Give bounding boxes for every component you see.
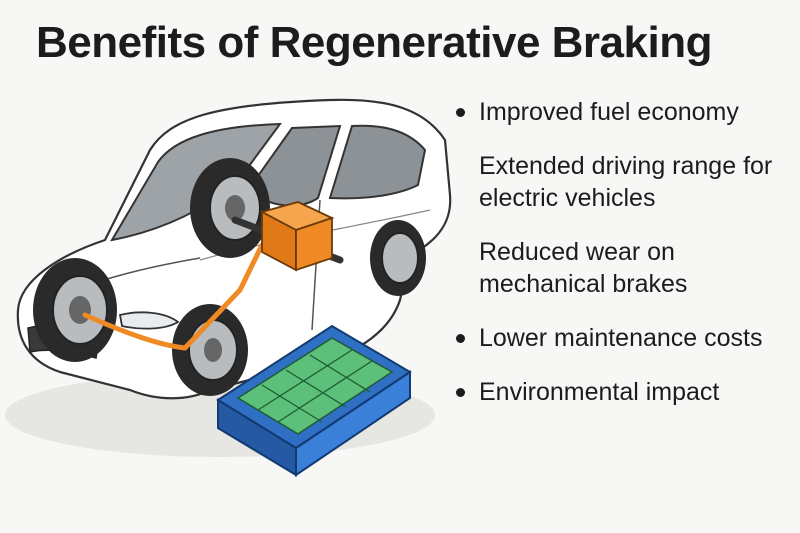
energy-wire xyxy=(82,233,303,351)
benefit-text: Improved fuel economy xyxy=(479,98,739,126)
bullet-icon xyxy=(456,108,465,117)
benefit-text: Lower maintenance costs xyxy=(479,324,763,352)
battery-pack xyxy=(216,324,412,477)
bullet-icon xyxy=(456,334,465,343)
benefits-list: Improved fuel economy Extended driving r… xyxy=(455,96,795,408)
benefit-item: Extended driving range for electric vehi… xyxy=(455,150,795,214)
benefit-text: Extended driving range for electric vehi… xyxy=(479,152,773,212)
motor-generator xyxy=(259,201,335,272)
page-title: Benefits of Regenerative Braking xyxy=(36,18,712,67)
headlight xyxy=(118,311,180,330)
bullet-icon xyxy=(456,388,465,397)
side-window-rear xyxy=(328,124,427,200)
car-illustration xyxy=(5,98,452,477)
back-wheel-far xyxy=(370,220,426,296)
benefit-item: Reduced wear on mechanical brakes xyxy=(455,236,795,300)
rear-wheel xyxy=(172,304,248,396)
benefit-item: Lower maintenance costs xyxy=(455,322,795,354)
benefit-text: Environmental impact xyxy=(479,378,720,406)
rear-wheel-exposed xyxy=(190,158,270,258)
benefit-text: Reduced wear on mechanical brakes xyxy=(479,238,688,298)
front-wheel xyxy=(33,258,117,362)
benefit-item: Improved fuel economy xyxy=(455,96,795,128)
benefit-item: Environmental impact xyxy=(455,376,795,408)
